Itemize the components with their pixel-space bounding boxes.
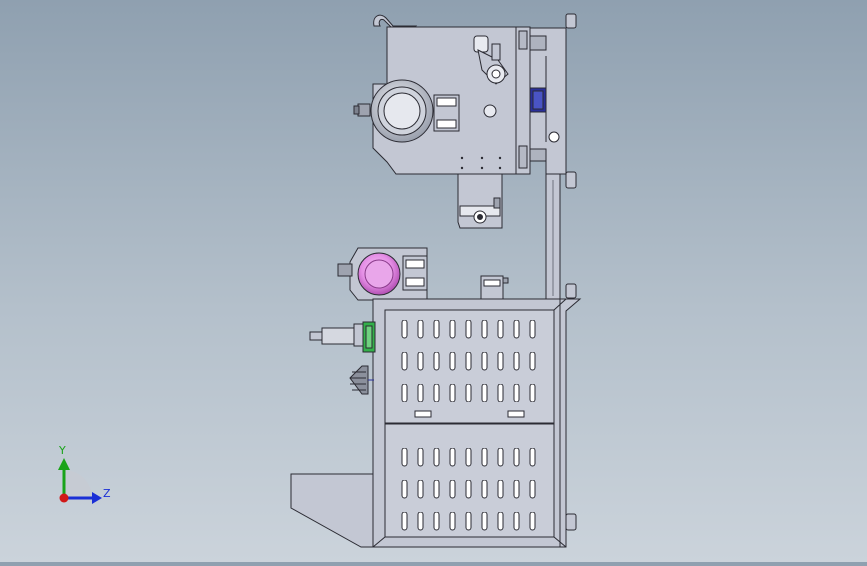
hex-nut [483, 104, 497, 118]
top-hook [373, 14, 418, 29]
fan-gear [349, 365, 374, 395]
cam-arm [473, 35, 509, 85]
pneumatic-cylinder [309, 321, 376, 353]
mounting-studs [565, 13, 577, 531]
machine-assembly[interactable] [290, 13, 582, 548]
frame-bolt-hole [548, 131, 560, 143]
coordinate-triad-icon [58, 458, 102, 504]
head-bolt-dots [460, 156, 502, 170]
triad-z-label: Z [103, 487, 111, 500]
discharge-chute [290, 473, 374, 548]
triad-y-label: Y [58, 444, 66, 457]
